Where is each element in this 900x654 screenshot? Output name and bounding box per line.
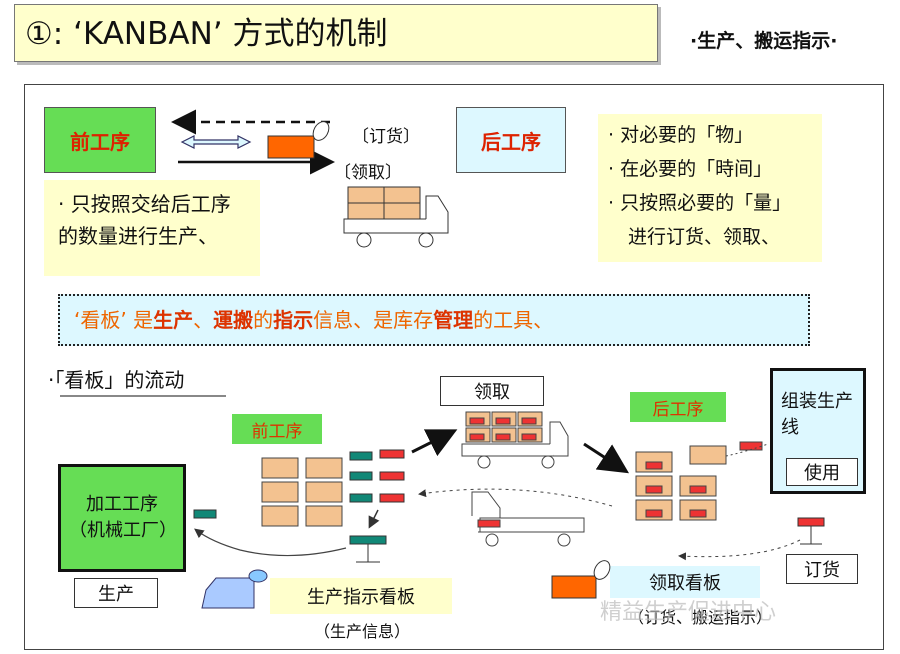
production-kanban-label: 生产指示看板 [270, 578, 452, 614]
downstream-process-box: 后工序 [456, 107, 566, 173]
def-part: 信息、是库存 [313, 308, 434, 332]
production-info-label: （生产信息） [314, 622, 411, 641]
flow-upstream-label: 前工序 [232, 414, 322, 444]
use-label: 使用 [786, 458, 858, 486]
def-part: 運搬 [213, 308, 254, 332]
production-kanban-card [193, 509, 217, 519]
order-label-flow: 订货 [786, 554, 858, 584]
requirement-item: 进行订货、领取、 [628, 226, 781, 248]
downstream-stock [635, 445, 727, 521]
withdraw-kanban-icon [551, 560, 611, 599]
def-part: 、 [193, 308, 214, 332]
withdraw-info-label: （订货、搬运指示） [628, 608, 773, 627]
double-arrow [180, 135, 252, 149]
upstream-process-box: 前工序 [44, 107, 156, 173]
watermark-text: 精益生产促进中心 [600, 600, 777, 625]
kanban-card-icon [267, 135, 315, 159]
flow-withdraw-label: 领取 [440, 376, 544, 406]
processing-process-box: 加工工序（机械工厂） [58, 464, 186, 572]
def-part: 的工具、 [473, 308, 554, 332]
def-part: 管理 [433, 308, 474, 332]
page-title: ①: ‘KANBAN’ 方式的机制 [14, 4, 658, 62]
diagram-frame [24, 84, 884, 650]
truck-icon-loaded [461, 411, 569, 469]
withdraw-kanban-label: 领取看板 [610, 566, 760, 598]
flow-downstream-label: 后工序 [630, 392, 726, 422]
kanban-post-downstream [797, 517, 825, 545]
requirement-item: · 只按照必要的「量」 [608, 192, 792, 214]
return-flow-top [418, 488, 613, 507]
order-label: 〔订货〕 [352, 127, 420, 147]
flow-heading: ·「看板」的流动 [48, 368, 185, 392]
truck-icon-top [343, 186, 449, 248]
production-flow-curve [194, 528, 347, 557]
def-part: 生产 [153, 308, 194, 332]
upstream-note: · 只按照交给后工序的数量进行生产、 [44, 180, 260, 276]
requirements-list: · 对必要的「物」 · 在必要的「時间」 · 只按照必要的「量」 进行订货、领取… [598, 114, 822, 262]
requirement-item: · 在必要的「時间」 [608, 158, 773, 180]
kanban-cards-downstream [645, 441, 763, 518]
return-flow-right [678, 539, 801, 561]
requirement-item: · 对必要的「物」 [608, 124, 754, 146]
production-label: 生产 [74, 578, 158, 608]
kanban-cards-upstream [349, 449, 405, 503]
page-subtitle: ·生产、搬运指示· [690, 30, 838, 52]
truck-icon-return [471, 491, 585, 547]
def-part: 指示 [273, 308, 314, 332]
assembly-line-label: 组装生产线 [781, 391, 853, 438]
withdraw-label: 〔领取〕 [334, 163, 402, 183]
production-kanban-icon [201, 569, 268, 609]
hand-icon [312, 121, 330, 141]
upstream-stock [261, 457, 343, 527]
def-part: ‘看板’ 是 [74, 308, 154, 332]
def-part: 的 [253, 308, 274, 332]
kanban-definition: ‘看板’ 是生产、運搬的指示信息、是库存管理的工具、 [58, 294, 810, 346]
kanban-post-upstream [349, 535, 387, 563]
